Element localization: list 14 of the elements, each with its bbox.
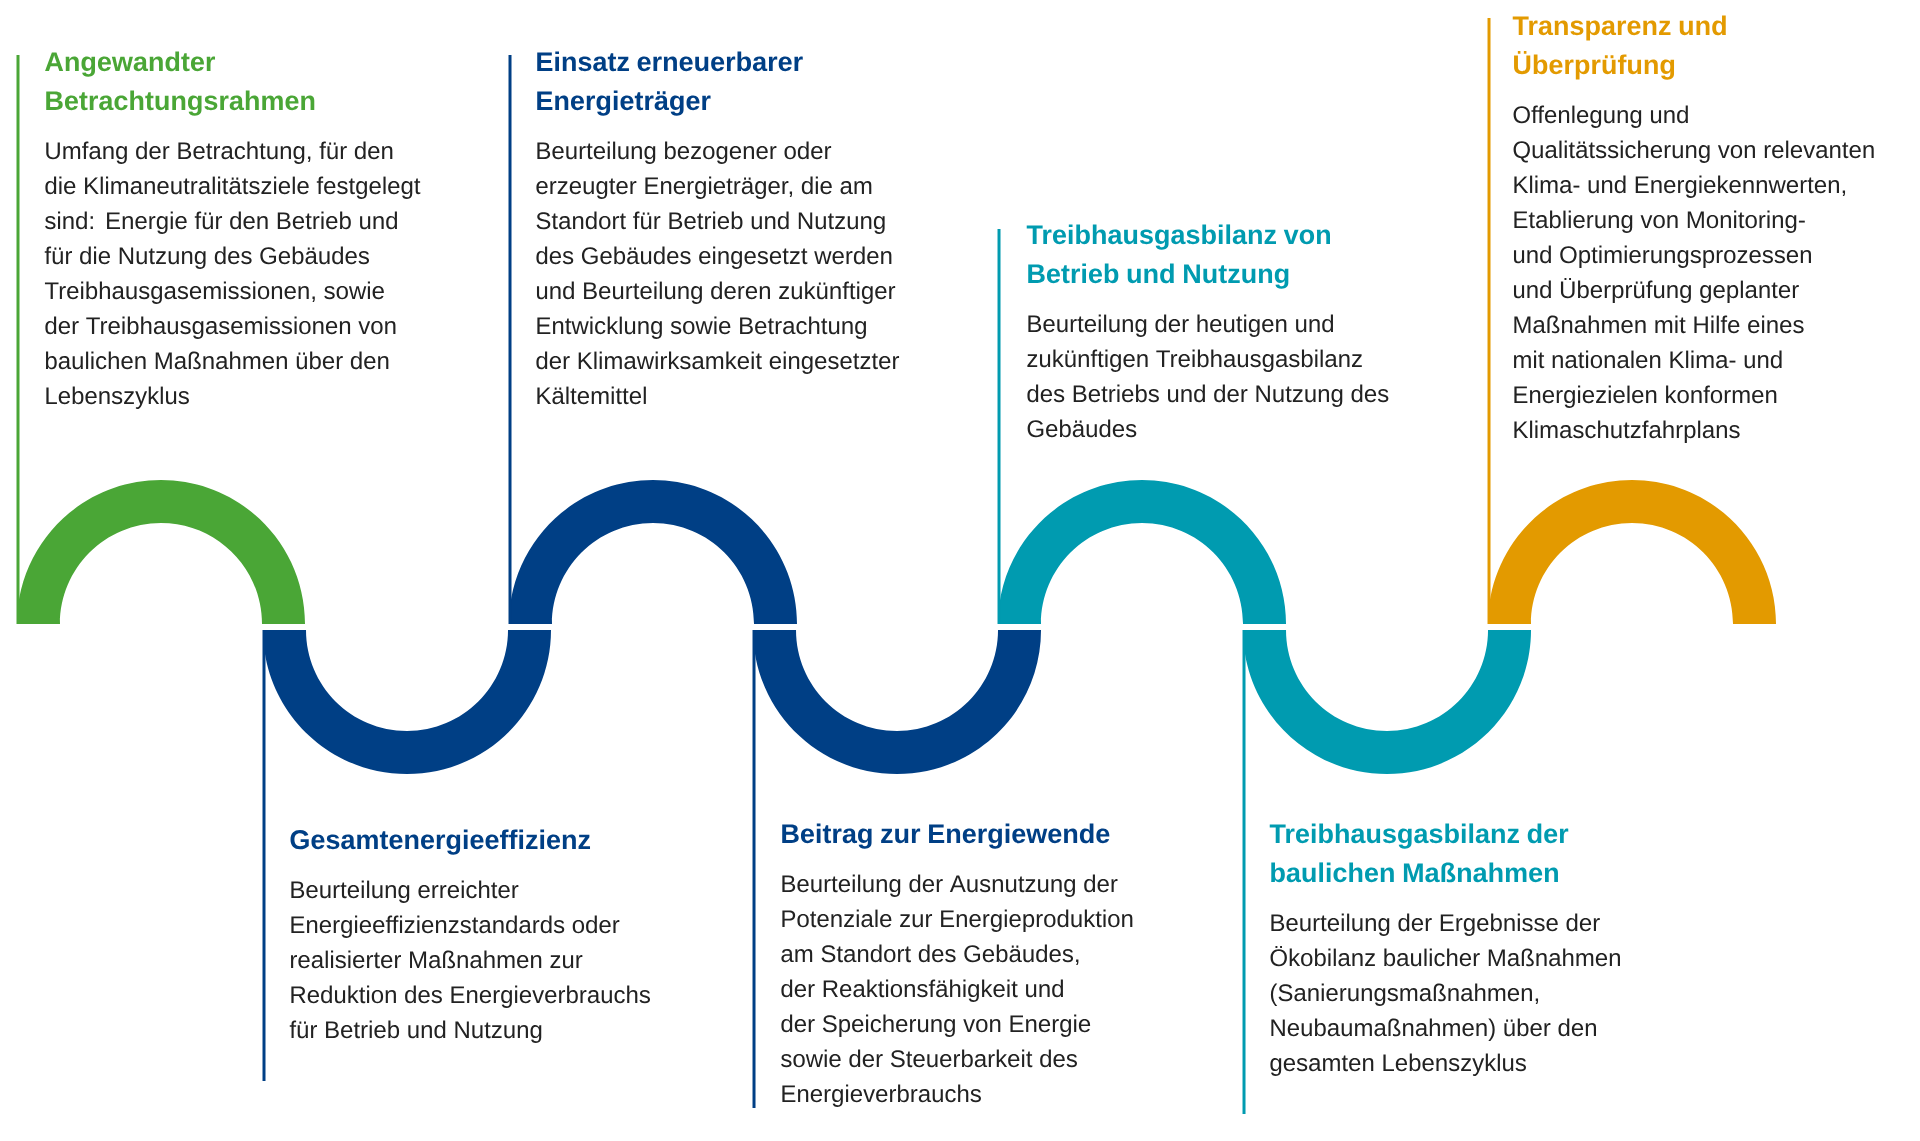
heading: Einsatz erneuerbarer Energieträger	[537, 51, 803, 116]
heading: Beitrag zur Energiewende	[782, 823, 1110, 849]
description: Beurteilung der heutigen und zukünftigen Treibhausgasbilanz des Betriebs und der Nutzung des Gebäudes	[1027, 314, 1389, 438]
description: Umfang der Betrachtung, für den die Klimaneutralitätsziele festgelegt sind: Energie für den Betrieb und für die Nutzung des Gebäudes Treibhausgasemissionen, sowie der Treibhausgasemissionen von baulichen Maßnahmen über den Lebenszyklus	[44, 141, 421, 409]
description: Beurteilung bezogener oder erzeugter Energieträger, die am Standort für Betrieb und Nutzung des Gebäudes eingesetzt werden und Beurteilung deren zukünftiger Entwicklung sowie Betrachtung der Klimawirksamkeit eingesetzter Kältemittel	[536, 141, 900, 405]
description: Beurteilung erreichter Energieeffizienzstandards oder realisierter Maßnahmen zur Reduktion des Energieverbrauchs für Betrieb und Nutzung	[289, 880, 650, 1043]
heading: Gesamtenergieeffizienz	[290, 829, 590, 855]
description: Beurteilung der Ergebnisse der Ökobilanz baulicher Maßnahmen (Sanierungsmaßnahmen, Neubaumaßnahmen) über den gesamten Lebenszyklus	[1270, 913, 1620, 1076]
heading: Treibhausgasbilanz von Betrieb und Nutzung	[1026, 224, 1330, 289]
description: Beurteilung der Ausnutzung der Potenziale zur Energieproduktion am Standort des Gebäudes, der Reaktionsfähigkeit und der Speicherung von Energie sowie der Steuerbarkeit des Energieverbrauchs	[781, 874, 1133, 1107]
heading: Angewandter Betrachtungsrahmen	[45, 51, 315, 116]
heading: Transparenz und Überprüfung	[1512, 15, 1726, 80]
description: Offenlegung und Qualitätssicherung von relevanten Klima- und Energiekennwerten, Etablierung von Monitoring- und Optimierungsprozessen und Überprüfung geplanter Maßnahmen mit Hilfe eines mit nationalen Klima- und Energiezielen konformen Klimaschutzfahrplans	[1513, 105, 1874, 443]
heading: Treibhausgasbilanz der baulichen Maßnahmen	[1269, 823, 1569, 883]
